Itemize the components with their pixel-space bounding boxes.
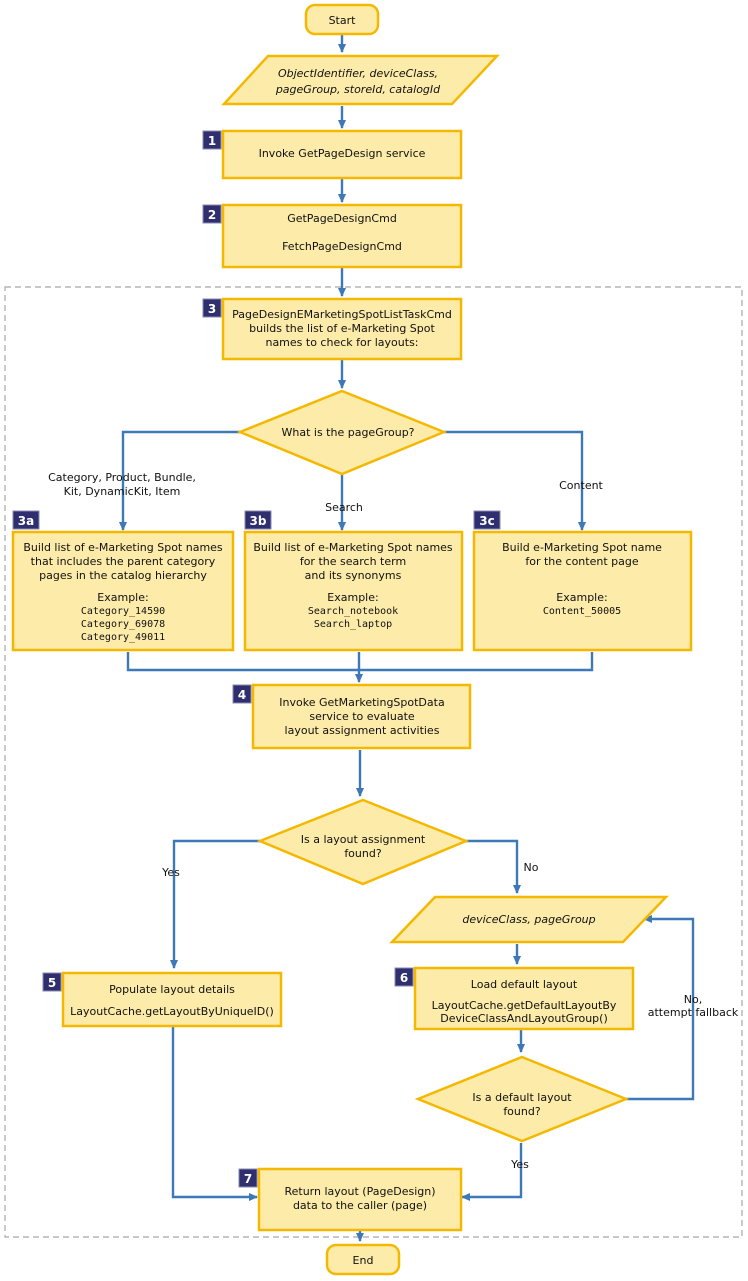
step-3-line-3: names to check for layouts: (265, 336, 418, 349)
step-4: Invoke GetMarketingSpotData service to e… (232, 683, 472, 750)
edge-label-yes: Yes (161, 866, 180, 879)
badge-4: 4 (238, 688, 246, 702)
badge-2: 2 (208, 208, 216, 222)
start-node: Start (304, 3, 380, 36)
badge-3c: 3c (479, 514, 494, 528)
step-5-line-2: LayoutCache.getLayoutByUniqueID() (70, 1005, 274, 1018)
badge-7: 7 (244, 1172, 252, 1186)
step-3b-code-2: Search_laptop (314, 619, 392, 630)
end-node: End (325, 1243, 401, 1276)
step-3a: Build list of e-Marketing Spot names tha… (11, 510, 235, 652)
decision-layout-line-1: Is a layout assignment (301, 833, 426, 846)
step-3b: Build list of e-Marketing Spot names for… (243, 510, 464, 652)
step-3a-example: Example: (97, 591, 148, 604)
step-6-line-1: Load default layout (471, 978, 578, 991)
edge-no-input2 (466, 839, 521, 894)
edge-yes-s5 (170, 839, 260, 969)
edge-label-content: Content (559, 479, 603, 492)
step-3-line-1: PageDesignEMarketingSpotListTaskCmd (232, 308, 452, 321)
input-parameters: ObjectIdentifier, deviceClass, pageGroup… (221, 54, 500, 106)
edge-label-category-2: Kit, DynamicKit, Item (64, 485, 181, 498)
step-7-line-2: data to the caller (page) (293, 1199, 427, 1212)
edge-label-fallback-2: attempt fallback (648, 1006, 739, 1019)
input-line-2: pageGroup, storeId, catalogId (275, 83, 441, 96)
step-3b-line-3: and its synonyms (305, 569, 402, 582)
end-label: End (353, 1254, 374, 1267)
start-label: Start (329, 14, 357, 27)
step-3a-code-3: Category_49011 (81, 632, 165, 643)
step-5-line-1: Populate layout details (109, 983, 235, 996)
step-6: Load default layout LayoutCache.getDefau… (394, 966, 635, 1031)
step-2: GetPageDesignCmd FetchPageDesignCmd 2 (202, 203, 463, 269)
edge-3a-merge (126, 652, 359, 672)
edge-3c-merge (359, 652, 594, 672)
step-3a-line-3: pages in the catalog hierarchy (39, 569, 207, 582)
decision-layout-line-2: found? (344, 847, 382, 860)
step-1: Invoke GetPageDesign service 1 (202, 129, 463, 180)
step-2-line-2: FetchPageDesignCmd (282, 240, 402, 253)
step-3-line-2: builds the list of e-Marketing Spot (249, 322, 435, 335)
step-4-line-2: service to evaluate (309, 710, 415, 723)
edge-label-no: No (524, 861, 539, 874)
edge-decision-3a (119, 430, 240, 531)
step-3b-code-1: Search_notebook (308, 606, 398, 617)
decision-default-found: Is a default layout found? (414, 1055, 630, 1143)
badge-3b: 3b (250, 514, 267, 528)
step-3c-line-1: Build e-Marketing Spot name (502, 541, 662, 554)
step-3a-code-1: Category_14590 (81, 606, 165, 617)
step-5: Populate layout details LayoutCache.getL… (42, 971, 283, 1028)
step-3c-code-1: Content_50005 (543, 606, 621, 617)
step-3a-line-2: that includes the parent category (31, 555, 216, 568)
badge-1: 1 (208, 134, 216, 148)
edge-label-fallback-1: No, (684, 993, 702, 1006)
process-frame (4, 286, 743, 1238)
edge-fallback (626, 915, 695, 1101)
badge-6: 6 (400, 971, 408, 985)
edge-label-yes-2: Yes (510, 1158, 529, 1171)
step-2-line-1: GetPageDesignCmd (287, 212, 397, 225)
step-7: Return layout (PageDesign) data to the c… (238, 1167, 463, 1232)
step-4-line-1: Invoke GetMarketingSpotData (279, 696, 444, 709)
step-3b-line-1: Build list of e-Marketing Spot names (253, 541, 453, 554)
step-3b-line-2: for the search term (300, 555, 406, 568)
input2-label: deviceClass, pageGroup (462, 913, 595, 926)
step-3a-line-1: Build list of e-Marketing Spot names (23, 541, 223, 554)
step-1-label: Invoke GetPageDesign service (259, 147, 426, 160)
input-device-pagegroup: deviceClass, pageGroup (389, 895, 669, 944)
decision-default-line-2: found? (503, 1105, 541, 1118)
step-3c: Build e-Marketing Spot name for the cont… (472, 510, 693, 652)
step-3a-code-2: Category_69078 (81, 619, 165, 630)
step-3c-example: Example: (556, 591, 607, 604)
edge-label-search: Search (325, 501, 363, 514)
badge-3: 3 (208, 302, 216, 316)
connectors (119, 34, 695, 1242)
step-7-line-1: Return layout (PageDesign) (284, 1185, 435, 1198)
step-6-line-3: DeviceClassAndLayoutGroup() (440, 1012, 608, 1025)
badge-5: 5 (48, 976, 56, 990)
step-3b-example: Example: (327, 591, 378, 604)
badge-3a: 3a (18, 514, 34, 528)
step-6-line-2: LayoutCache.getDefaultLayoutBy (432, 999, 617, 1012)
step-3c-line-2: for the content page (525, 555, 638, 568)
edge-decision-3c (444, 430, 586, 531)
edge-yes2-s7 (461, 1143, 523, 1201)
edge-s5-s7 (171, 1026, 258, 1201)
input-line-1: ObjectIdentifier, deviceClass, (278, 67, 438, 80)
step-3: PageDesignEMarketingSpotListTaskCmd buil… (202, 297, 463, 361)
decision-pagegroup: What is the pageGroup? (236, 389, 448, 476)
step-4-line-3: layout assignment activities (285, 724, 440, 737)
edge-label-category-1: Category, Product, Bundle, (48, 471, 196, 484)
decision-pagegroup-label: What is the pageGroup? (281, 426, 414, 439)
decision-layout-found: Is a layout assignment found? (256, 798, 470, 886)
decision-default-line-1: Is a default layout (472, 1091, 572, 1104)
